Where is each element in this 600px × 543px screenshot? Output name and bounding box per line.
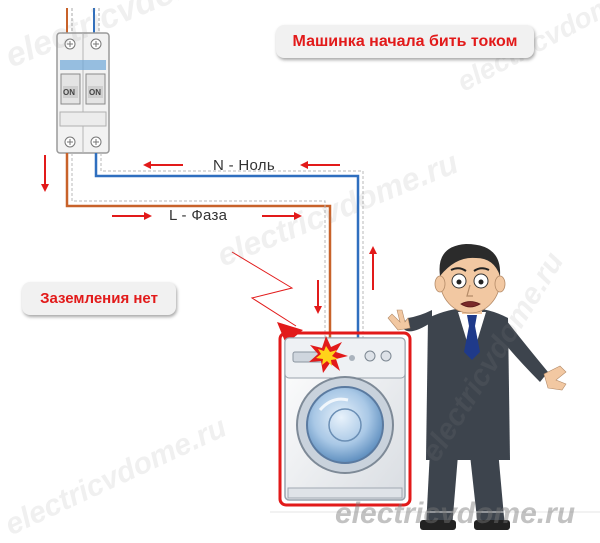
top-wires — [66, 8, 100, 35]
neutral-wire-label: N - Ноль — [213, 157, 275, 174]
neutral-wire — [94, 153, 364, 340]
man-figure — [387, 244, 567, 530]
no-ground-caption: Заземления нет — [22, 282, 176, 315]
title-caption: Машинка начала бить током — [276, 25, 534, 58]
leakage-lightning — [231, 251, 303, 344]
spark-icon — [309, 336, 348, 373]
phase-wire-label: L - Фаза — [169, 207, 228, 224]
phase-wire — [65, 153, 332, 340]
circuit-breaker — [56, 32, 110, 154]
diagram-canvas — [41, 8, 600, 530]
breaker-right-state: ON — [89, 88, 101, 97]
current-arrows — [41, 155, 377, 314]
breaker-left-state: ON — [63, 88, 75, 97]
washing-machine — [278, 331, 412, 507]
